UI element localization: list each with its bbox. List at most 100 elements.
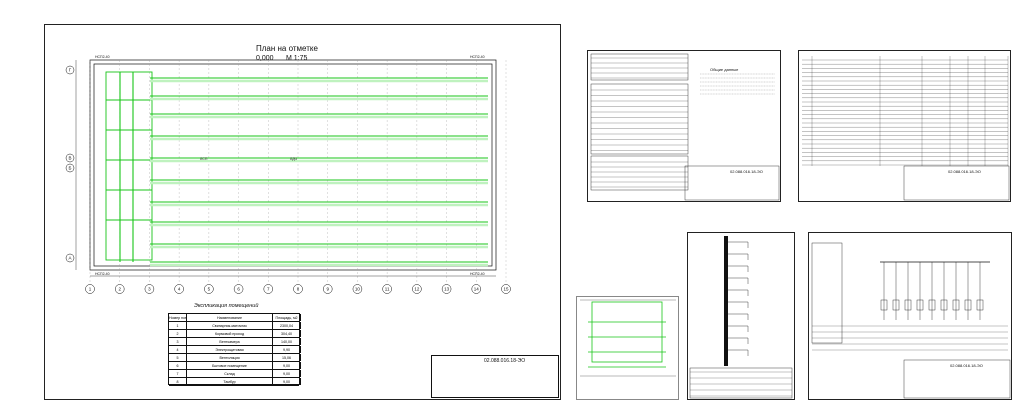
explication-cell: Кормовой проход [187,330,273,337]
axis-bubble-7 [263,284,274,294]
explication-cell: Номер помещения [169,314,187,321]
plan-elevation: 0,000 [256,55,274,62]
row-bubble-В [65,153,75,163]
sheet3-stamp-code: 02.088.016.18-ЭО [948,169,981,174]
row-label-В: В [68,156,71,161]
axis-bubble-11 [382,284,392,294]
explication-cell: 9,00 [273,362,301,369]
sheet2-stamp-code: 02.088.016.18-ЭО [730,169,763,174]
axis-bubble-1 [85,284,95,294]
general-notes-title: Общие данные [710,67,739,72]
explication-cell: Наименование [187,314,273,321]
main-title-block: 02.088.016.18-ЭО [431,355,559,398]
row-bubble-Б [65,163,75,173]
main-stamp-code: 02.088.016.18-ЭО [484,358,526,364]
explication-cell: 304,40 [273,330,301,337]
explication-cell: 6 [169,362,187,369]
explication-grid: Номер помещенияНаименованиеПлощадь, м21С… [168,313,301,386]
explication-cell: Площадь, м2 [273,314,301,321]
svg-text:НСП2-40: НСП2-40 [95,55,110,59]
explication-cell: Свинарник-маточник [187,322,273,329]
axis-label-15: 15 [503,287,509,292]
axis-bubble-13 [441,284,452,294]
explication-cell: 1 [169,322,187,329]
explication-cell: 4 [169,346,187,353]
sheet-specification [798,50,1011,202]
row-label-Г: Г [69,68,72,73]
explication-cell: Склад [187,370,273,377]
svg-text:НСП2-40: НСП2-40 [470,272,485,276]
explication-cell: 9,00 [273,378,301,385]
axis-bubble-8 [293,284,303,294]
svg-text:НСП2-40: НСП2-40 [95,272,110,276]
svg-text:ЛДЧ: ЛДЧ [290,157,298,161]
explication-cell: Тамбур [187,378,273,385]
axis-bubble-3 [144,284,155,294]
row-label-А: А [68,256,71,261]
axis-bubble-15 [501,284,511,294]
axis-label-8: 8 [297,287,300,292]
explication-cell: 8 [169,378,187,385]
sheet-general-data [587,50,781,202]
axis-label-7: 7 [267,287,270,292]
axis-label-3: 3 [148,287,151,292]
explication-cell: 9,90 [273,346,301,353]
axis-bubble-4 [174,284,184,294]
axis-label-13: 13 [444,287,450,292]
explication-cell: 2 [169,330,187,337]
explication-cell: 7 [169,370,187,377]
axis-label-6: 6 [237,287,240,292]
explication-cell: 3 [169,338,187,345]
explication-title: Экспликация помещений [194,303,259,309]
axis-label-2: 2 [118,287,121,292]
axis-bubble-10 [352,284,363,294]
explication-cell: Венткамера [187,338,273,345]
explication-cell: 2300,04 [273,322,301,329]
plan-title: План на отметке [256,44,318,53]
explication-header-row: Номер помещенияНаименованиеПлощадь, м2 [169,314,301,322]
explication-cell: Бытовое помещение [187,362,273,369]
row-label-Б: Б [69,166,72,171]
explication-cell: 140,00 [273,338,301,345]
axis-label-14: 14 [474,287,480,292]
explication-cell: 15,06 [273,354,301,361]
axis-bubble-9 [322,284,333,294]
svg-text:НСП2-40: НСП2-40 [470,55,485,59]
axis-label-5: 5 [208,287,211,292]
main-plan-sheet [44,24,561,400]
axis-label-9: 9 [326,287,329,292]
row-bubble-А [65,253,75,263]
explication-table: Экспликация помещений Номер помещенияНаи… [168,303,301,386]
explication-cell: Вентиляция [187,354,273,361]
explication-cell: 9,00 [273,370,301,377]
explication-cell: 5 [169,354,187,361]
row-bubble-Г [65,65,75,75]
axis-label-12: 12 [414,287,420,292]
axis-bubble-2 [114,284,125,294]
axis-label-10: 10 [355,287,361,292]
axis-bubble-6 [233,284,244,294]
svg-text:ЛСП: ЛСП [200,157,208,161]
axis-label-11: 11 [385,287,390,292]
axis-label-1: 1 [89,287,92,292]
axis-bubble-5 [204,284,214,294]
axis-bubble-14 [471,284,482,294]
axis-bubble-12 [412,284,422,294]
explication-cell: Электрощитовая [187,346,273,353]
plan-scale: М 1:75 [286,55,308,62]
sheet5-stamp-code: 02.088.016.18-ЭО [950,363,983,368]
